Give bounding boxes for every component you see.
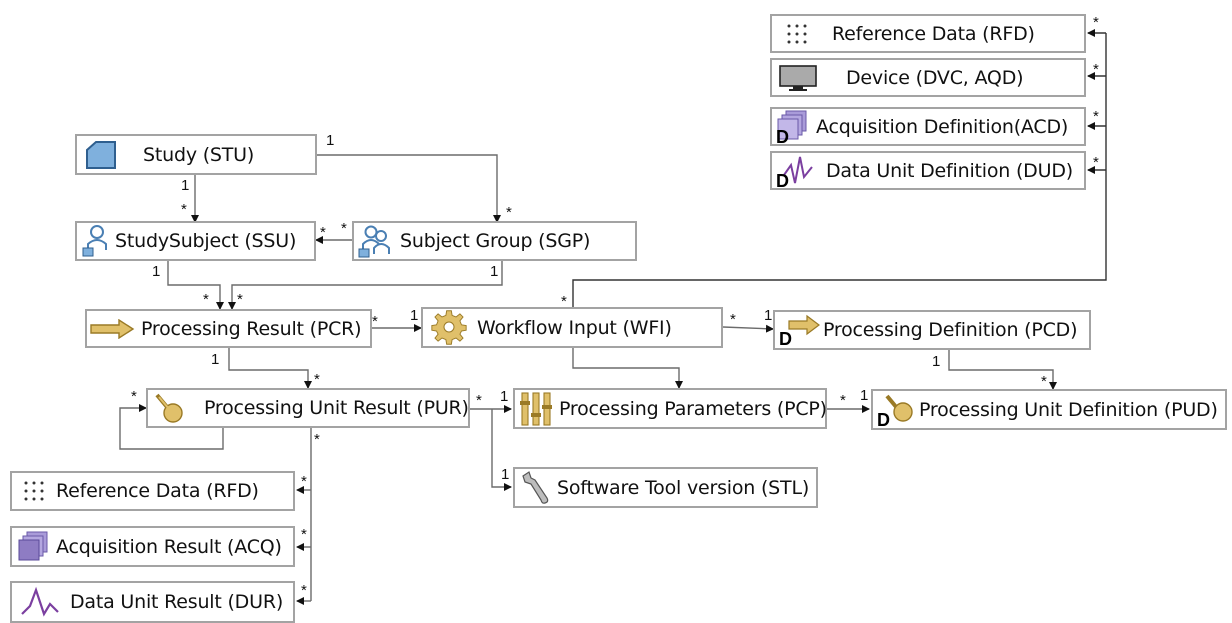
workflow-input-entity[interactable]: Workflow Input (WFI)	[421, 307, 723, 348]
dot-grid-icon	[20, 480, 54, 502]
software-tool-entity[interactable]: Software Tool version (STL)	[513, 467, 818, 508]
multiplicity: *	[131, 388, 137, 405]
multiplicity: 1	[410, 307, 419, 324]
multiplicity: 1	[181, 177, 190, 194]
multiplicity: 1	[932, 353, 941, 370]
study-subject-entity[interactable]: StudySubject (SSU)	[75, 221, 316, 261]
multiplicity: *	[561, 293, 567, 310]
acquisition-result-label: Acquisition Result (ACQ)	[56, 535, 282, 558]
processing-definition-icon: D	[777, 313, 821, 347]
processing-unit-result-label: Processing Unit Result (PUR)	[204, 397, 469, 419]
processing-parameters-label: Processing Parameters (PCP)	[559, 397, 827, 420]
device-entity[interactable]: Device (DVC, AQD)	[770, 58, 1086, 97]
multiplicity: 1	[326, 132, 335, 149]
multiplicity: *	[341, 220, 347, 237]
multiplicity: *	[1093, 14, 1099, 31]
multiplicity: *	[1093, 154, 1099, 171]
study-folder-icon	[81, 140, 121, 170]
multiplicity: 1	[211, 351, 220, 368]
acquisition-definition-label: Acquisition Definition(ACD)	[816, 115, 1069, 138]
wrench-icon	[517, 470, 557, 506]
subject-group-entity[interactable]: Subject Group (SGP)	[352, 221, 637, 261]
multiplicity: *	[476, 392, 482, 409]
svg-text:D: D	[776, 127, 789, 145]
study-entity[interactable]: Study (STU)	[75, 134, 317, 175]
multiplicity: *	[1041, 373, 1047, 390]
study-subject-label: StudySubject (SSU)	[115, 230, 297, 252]
svg-text:D: D	[779, 329, 792, 347]
multiplicity: 1	[501, 466, 510, 483]
acquisition-icon	[14, 530, 52, 564]
monitor-icon	[778, 64, 818, 92]
multiplicity: *	[1093, 108, 1099, 125]
acquisition-result-entity[interactable]: Acquisition Result (ACQ)	[10, 526, 295, 567]
processing-unit-result-entity[interactable]: Processing Unit Result (PUR)	[146, 388, 470, 428]
reference-data-bottom-label: Reference Data (RFD)	[56, 480, 259, 502]
reference-data-top-label: Reference Data (RFD)	[832, 22, 1035, 45]
wfi-to-definitions-line	[572, 33, 1107, 308]
group-icon	[356, 224, 396, 258]
multiplicity: *	[1093, 61, 1099, 78]
multiplicity: *	[181, 201, 187, 218]
multiplicity: 1	[860, 387, 869, 404]
pur-stl-line	[491, 409, 512, 491]
processing-unit-definition-entity[interactable]: D Processing Unit Definition (PUD)	[871, 389, 1227, 430]
multiplicity: *	[301, 473, 307, 490]
processing-parameters-entity[interactable]: Processing Parameters (PCP)	[513, 388, 827, 429]
processing-result-label: Processing Result (PCR)	[141, 317, 362, 340]
data-unit-result-label: Data Unit Result (DUR)	[70, 591, 284, 613]
reference-data-bottom-entity[interactable]: Reference Data (RFD)	[10, 471, 295, 511]
wfi-pcd-line	[722, 324, 774, 333]
software-tool-label: Software Tool version (STL)	[557, 476, 810, 499]
multiplicity: 1	[152, 263, 161, 280]
multiplicity: 1	[490, 263, 499, 280]
ssu-pcr-line	[167, 260, 224, 310]
study-label: Study (STU)	[143, 143, 255, 166]
multiplicity: *	[203, 291, 209, 308]
reference-data-top-entity[interactable]: Reference Data (RFD)	[770, 14, 1086, 53]
person-icon	[79, 224, 111, 258]
dot-grid-icon	[780, 23, 820, 45]
sliders-icon	[517, 391, 557, 427]
pur-self-loop	[119, 404, 224, 450]
data-unit-definition-entity[interactable]: D Data Unit Definition (DUD)	[770, 151, 1086, 190]
processing-unit-definition-label: Processing Unit Definition (PUD)	[919, 398, 1218, 421]
multiplicity: *	[314, 371, 320, 388]
arrow-icon	[89, 318, 135, 339]
sgp-pcr-line	[228, 260, 503, 310]
data-unit-definition-label: Data Unit Definition (DUD)	[826, 159, 1073, 182]
multiplicity: 1	[764, 307, 773, 324]
multiplicity: *	[237, 291, 243, 308]
processing-definition-label: Processing Definition (PCD)	[823, 319, 1078, 341]
dial-icon	[150, 391, 190, 425]
multiplicity: 1	[500, 388, 509, 405]
gear-icon	[427, 309, 471, 346]
multiplicity: *	[301, 526, 307, 543]
processing-definition-entity[interactable]: D Processing Definition (PCD)	[773, 310, 1091, 350]
multiplicity: *	[730, 311, 736, 328]
multiplicity: *	[301, 582, 307, 599]
data-unit-definition-icon: D	[774, 153, 816, 189]
pcd-pud-line	[948, 350, 1057, 390]
acquisition-definition-icon: D	[774, 109, 816, 145]
multiplicity: *	[506, 204, 512, 221]
waveform-icon	[18, 586, 62, 618]
svg-text:D: D	[877, 410, 890, 428]
multiplicity: *	[372, 313, 378, 330]
subject-group-label: Subject Group (SGP)	[400, 230, 591, 252]
stu-sgp-line	[317, 154, 501, 223]
device-label: Device (DVC, AQD)	[846, 66, 1024, 89]
processing-unit-definition-icon: D	[875, 392, 919, 428]
wfi-pcp-line	[572, 348, 683, 389]
data-unit-result-entity[interactable]: Data Unit Result (DUR)	[10, 581, 295, 623]
svg-text:D: D	[776, 171, 789, 189]
processing-result-entity[interactable]: Processing Result (PCR)	[85, 309, 372, 348]
multiplicity: *	[320, 224, 326, 241]
acquisition-definition-entity[interactable]: D Acquisition Definition(ACD)	[770, 107, 1086, 146]
multiplicity: *	[840, 392, 846, 409]
pcr-pur-line	[228, 348, 312, 389]
multiplicity: *	[314, 431, 320, 448]
workflow-input-label: Workflow Input (WFI)	[477, 316, 672, 339]
